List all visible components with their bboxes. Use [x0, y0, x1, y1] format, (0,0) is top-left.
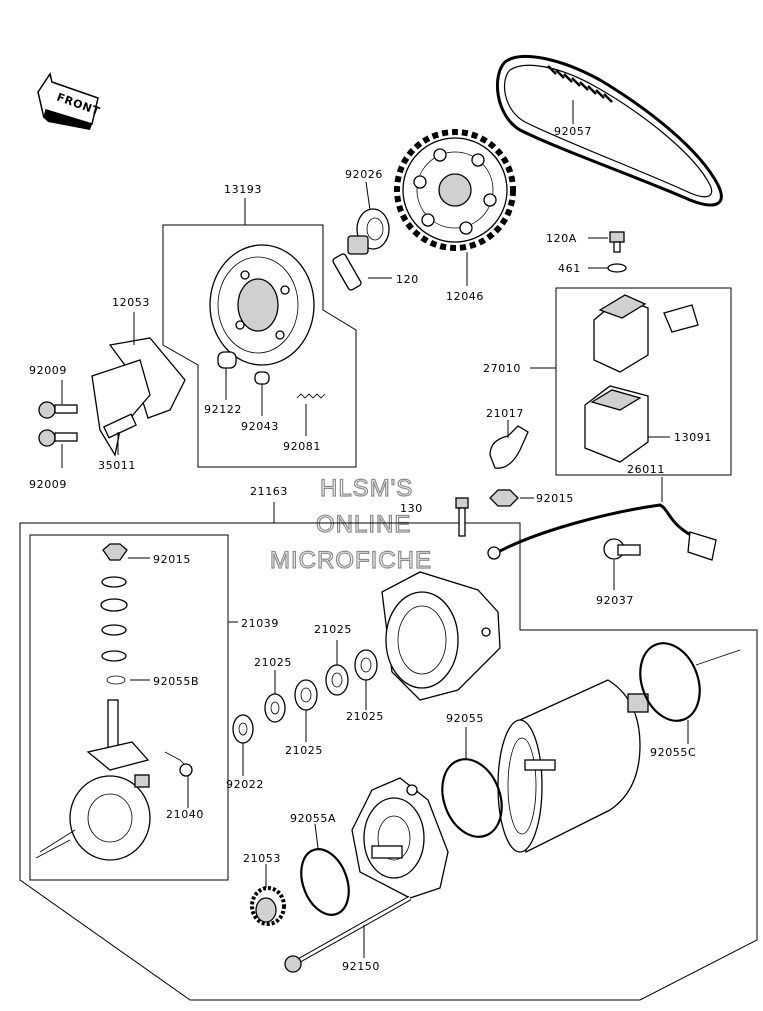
label-21025-top: 21025: [314, 623, 352, 636]
label-12046: 12046: [446, 290, 484, 303]
label-13091: 13091: [674, 431, 712, 444]
relay-27010: [593, 294, 699, 373]
label-21025-left: 21025: [254, 656, 292, 669]
label-21039: 21039: [241, 617, 279, 630]
rear-cover-21163: [381, 571, 501, 701]
part-labels: 92057 92026 13193 120 12046 12053 120A 4…: [29, 125, 712, 973]
label-92009-bottom: 92009: [29, 478, 67, 491]
front-arrow-icon: FRONT: [37, 72, 102, 130]
box-21163-outline: [19, 522, 758, 1001]
bolt-92009-bottom: [38, 429, 78, 447]
pin-92043: [254, 371, 270, 385]
watermark-line-3: MICROFICHE: [270, 547, 432, 574]
label-13193: 13193: [224, 183, 262, 196]
label-92055C: 92055C: [650, 746, 696, 759]
label-35011: 35011: [98, 459, 136, 472]
starter-clutch-13193: [209, 244, 315, 366]
spring-92081: [296, 393, 326, 399]
label-120: 120: [396, 273, 419, 286]
label-461: 461: [558, 262, 581, 275]
label-21053: 21053: [243, 852, 281, 865]
washer-21025-a: [264, 693, 286, 723]
box-13193-outline: [162, 224, 357, 468]
label-92081: 92081: [283, 440, 321, 453]
washer-21025-b: [294, 679, 318, 711]
brush-plate-21039: [35, 774, 151, 861]
fuse-27010: [663, 304, 699, 333]
motor-yoke: [497, 679, 649, 854]
bolt-130: [455, 497, 469, 537]
front-cover: [351, 777, 449, 899]
bracket-12053: [91, 337, 186, 457]
watermark-line-2: ONLINE: [316, 511, 411, 538]
cable-26011: [487, 503, 717, 561]
washer-stack-2: [100, 598, 128, 612]
label-92009-top: 92009: [29, 364, 67, 377]
o-ring-92055: [441, 758, 503, 838]
label-92043: 92043: [241, 420, 279, 433]
label-92055: 92055: [446, 712, 484, 725]
washer-stack-3: [101, 624, 127, 636]
relay-cover-13091: [584, 385, 649, 463]
washer-21025-d: [354, 649, 378, 681]
gear-12046: [394, 129, 516, 251]
nut-92015-lower: [102, 543, 128, 561]
o-ring-92055C: [639, 642, 701, 722]
watermark-line-1: HLSM'S: [320, 475, 413, 502]
label-92026: 92026: [345, 168, 383, 181]
label-92150: 92150: [342, 960, 380, 973]
nut-92015-upper: [489, 489, 519, 507]
label-21017: 21017: [486, 407, 524, 420]
label-92037: 92037: [596, 594, 634, 607]
leader-lines: [61, 100, 689, 958]
label-92055A: 92055A: [290, 812, 336, 825]
washer-461: [607, 263, 627, 273]
bolt-92009-top: [38, 401, 78, 419]
o-ring-92055B: [106, 675, 126, 685]
label-92015-lower: 92015: [153, 553, 191, 566]
label-12053: 12053: [112, 296, 150, 309]
terminal-bolt-21039: [86, 699, 150, 771]
label-92015-upper: 92015: [536, 492, 574, 505]
label-21040: 21040: [166, 808, 204, 821]
brush-spring-21040: [164, 751, 193, 777]
long-bolt-92150: [284, 895, 412, 973]
label-26011: 26011: [627, 463, 665, 476]
label-21025-right: 21025: [346, 710, 384, 723]
label-92022: 92022: [226, 778, 264, 791]
box-27010-outline: [555, 287, 732, 476]
label-21163: 21163: [250, 485, 288, 498]
label-92122: 92122: [204, 403, 242, 416]
bolt-120: [332, 235, 369, 291]
label-130: 130: [400, 502, 423, 515]
label-92057: 92057: [554, 125, 592, 138]
belt-92057: [495, 55, 723, 207]
watermark: HLSM'S ONLINE MICROFICHE: [269, 474, 432, 574]
o-ring-92055A: [300, 848, 350, 916]
pinion-21053: [250, 886, 286, 926]
label-92055B: 92055B: [153, 675, 199, 688]
roller-92122: [217, 351, 237, 369]
washer-21025-c: [325, 664, 349, 696]
washer-92022: [232, 714, 254, 744]
label-21025-bottom: 21025: [285, 744, 323, 757]
box-21039-outline: [29, 534, 229, 881]
cap-21017: [489, 425, 529, 469]
clamp-92037: [603, 538, 641, 560]
washer-stack-4: [101, 650, 127, 662]
screw-120A: [609, 231, 625, 243]
label-27010: 27010: [483, 362, 521, 375]
washer-stack-1: [101, 576, 127, 588]
label-120A: 120A: [546, 232, 577, 245]
